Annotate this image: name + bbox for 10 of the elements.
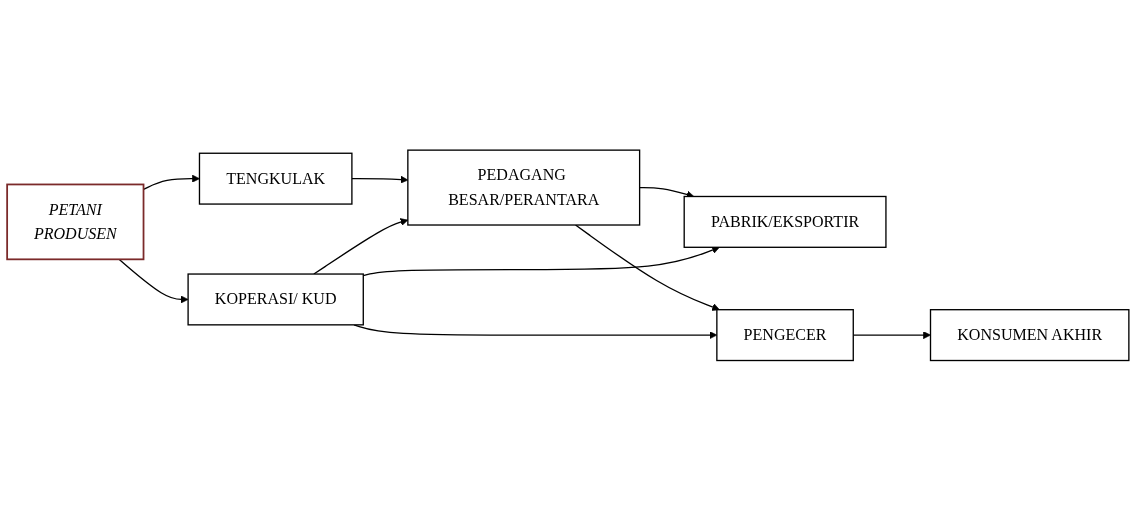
node-box: PENGECER (716, 308, 854, 361)
arrow (118, 258, 189, 304)
arrow (313, 217, 409, 275)
node-box: PABRIK/EKSPORTIR (683, 195, 887, 248)
node-box: PEDAGANG BESAR/PERANTARA (407, 149, 641, 226)
node-box: KOPERASI/ KUD (187, 273, 364, 326)
arrow (574, 224, 720, 311)
node-box: TENGKULAK (198, 152, 353, 205)
node-box: PETANI PRODUSEN (6, 183, 145, 260)
node-box: KONSUMEN AKHIR (929, 308, 1130, 361)
